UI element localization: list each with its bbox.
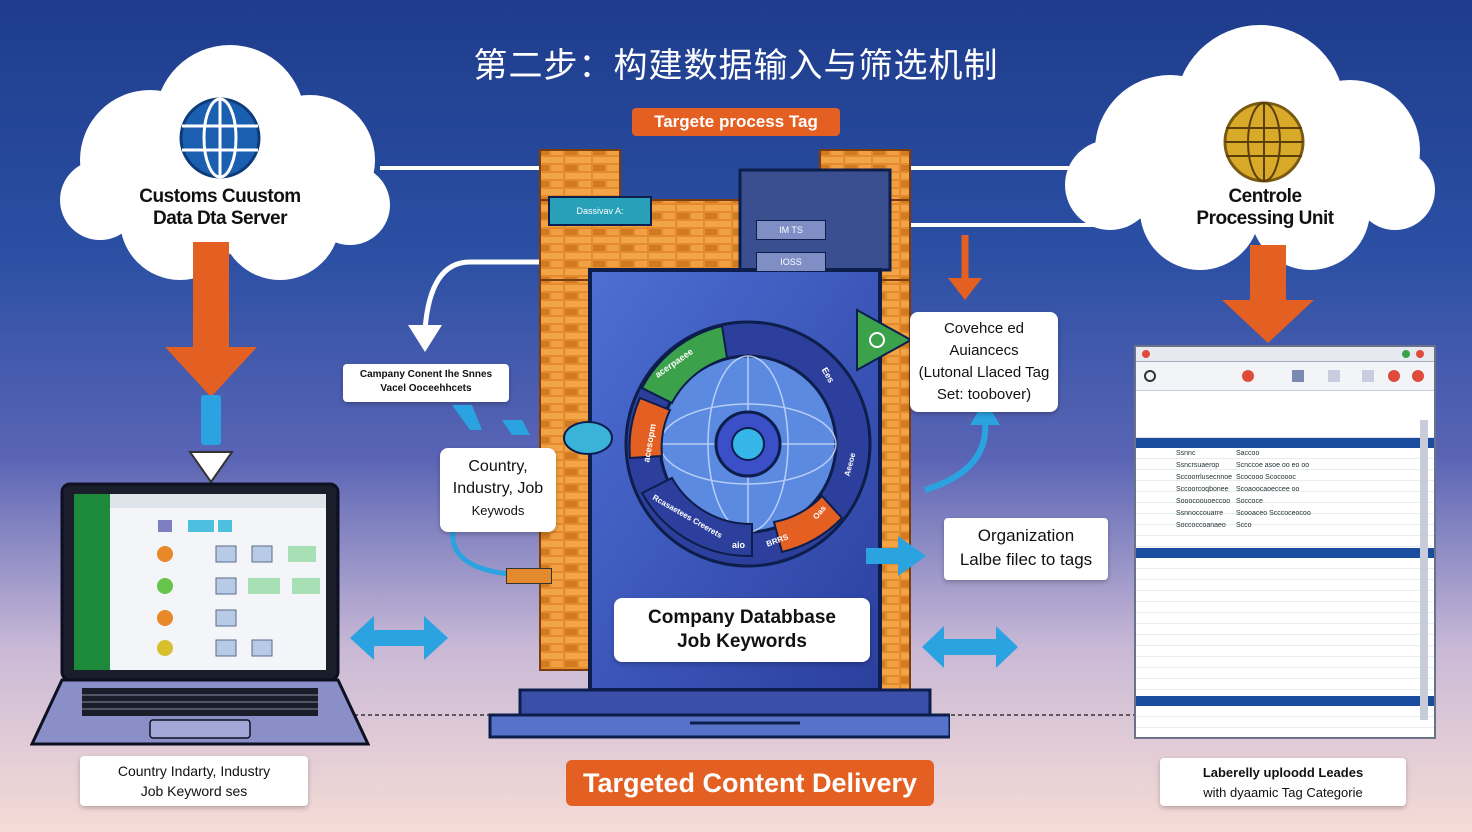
right-caption-line2: with dyaamic Tag Categorie bbox=[1203, 785, 1363, 800]
spreadsheet-rows-3 bbox=[1136, 706, 1434, 736]
sheet-cell: Ssnnoccouarre bbox=[1176, 510, 1224, 517]
company-db-line2: Job Keywords bbox=[677, 631, 807, 652]
sheet-cell: Scnccoe asoe oo eo oo bbox=[1236, 462, 1310, 469]
spreadsheet-titlebar bbox=[1136, 347, 1434, 362]
targeted-content-delivery-tag: Targeted Content Delivery bbox=[566, 760, 934, 806]
double-arrow-right bbox=[922, 626, 1018, 668]
audience-card-line1: Covehce ed bbox=[943, 320, 1025, 337]
laptop-illustration bbox=[30, 482, 370, 746]
laptop-caption: Country Indarty, Industry Job Keyword se… bbox=[80, 756, 308, 806]
curved-arrow-left bbox=[422, 259, 600, 331]
laptop-caption-line2: Job Keyword ses bbox=[140, 783, 248, 799]
spreadsheet-section-band-1 bbox=[1136, 438, 1434, 448]
blue-small-arrows bbox=[452, 405, 530, 435]
window-maximize-icon[interactable] bbox=[1402, 350, 1410, 358]
blue-hand-cursor bbox=[563, 421, 613, 455]
toolbar-person-icon[interactable] bbox=[1292, 370, 1304, 382]
sheet-cell: Sccoorcoqbonee bbox=[1176, 486, 1229, 493]
spreadsheet-header-area bbox=[1136, 391, 1434, 438]
toolbar-alert-icon[interactable] bbox=[1388, 370, 1400, 382]
right-caption: Laberelly uploodd Leades with dyaamic Ta… bbox=[1160, 758, 1406, 806]
right-cloud-line2: Processing Unit bbox=[1196, 208, 1334, 229]
sheet-cell: Scooaceo Scccoceocoo bbox=[1236, 510, 1311, 517]
org-card-line2: Lalbe filec to tags bbox=[959, 550, 1093, 569]
company-db-line1: Company Databbase bbox=[648, 607, 836, 628]
right-cloud-line1: Centrole bbox=[1228, 186, 1302, 207]
close-icon[interactable] bbox=[1142, 350, 1150, 358]
right-cloud-label: Centrole Processing Unit bbox=[1150, 186, 1380, 230]
ring-segment-orange bbox=[628, 396, 672, 460]
sheet-cell: Ssncrsuaerop bbox=[1176, 462, 1220, 469]
audience-card-line2: Auiancecs bbox=[949, 342, 1019, 359]
country-card-line3: Keywods bbox=[471, 503, 525, 518]
toolbar-record-icon[interactable] bbox=[1242, 370, 1254, 382]
ring-segment-orange-2 bbox=[772, 494, 844, 554]
sheet-cell: Sooocoouoeccoo bbox=[1176, 498, 1231, 505]
spreadsheet-rows-1: Ssnnc Saccoo Ssncrsuaerop Scnccoe asoe o… bbox=[1136, 448, 1434, 548]
server-badge-left: Dassivav A: bbox=[548, 196, 652, 226]
sheet-cell: Ssnnc bbox=[1176, 450, 1196, 457]
laptop-caption-line1: Country Indarty, Industry bbox=[117, 763, 271, 779]
sheet-cell: Soccoccoanaeo bbox=[1176, 522, 1226, 529]
left-callout: Campany Conent Ihe Snnes Vacel Ooceehhce… bbox=[343, 364, 509, 402]
rack-label-1: IM TS bbox=[756, 220, 826, 240]
processing-ring bbox=[624, 320, 872, 568]
blue-curve-right bbox=[924, 419, 989, 493]
blue-curve-right-head bbox=[970, 400, 1000, 425]
audience-card: Covehce ed Auiancecs (Lutonal Llaced Tag… bbox=[910, 312, 1058, 412]
toolbar-circle-icon[interactable] bbox=[1144, 370, 1156, 382]
audience-card-line3: (Lutonal Llaced Tag bbox=[918, 364, 1050, 381]
country-card-line1: Country, bbox=[468, 458, 528, 475]
spreadsheet-section-band-2 bbox=[1136, 548, 1434, 558]
sheet-cell: Scoaoocaoeccee oo bbox=[1236, 486, 1300, 493]
spreadsheet-section-band-3 bbox=[1136, 696, 1434, 706]
country-card: Country, Industry, Job Keywods bbox=[440, 448, 556, 532]
org-card-line1: Organization bbox=[977, 526, 1075, 545]
spreadsheet-window: Ssnnc Saccoo Ssncrsuaerop Scnccoe asoe o… bbox=[1134, 345, 1436, 739]
sheet-cell: Sccoorrlusecnnoe bbox=[1176, 474, 1233, 481]
sheet-cell: Soccoce bbox=[1236, 498, 1263, 505]
gold-globe-icon bbox=[1223, 101, 1305, 183]
ring-segment-green bbox=[640, 324, 729, 405]
company-database-card: Company Databbase Job Keywords bbox=[614, 598, 870, 662]
organization-card: Organization Lalbe filec to tags bbox=[944, 518, 1108, 580]
toolbar-doc-icon[interactable] bbox=[1362, 370, 1374, 382]
top-process-tag: Targete process Tag bbox=[632, 108, 840, 136]
curved-arrow-left-head bbox=[408, 325, 442, 352]
toolbar-lock-icon[interactable] bbox=[1328, 370, 1340, 382]
spreadsheet-rows-2 bbox=[1136, 558, 1434, 696]
cable-plug bbox=[506, 568, 552, 584]
orange-arrow-mid-head bbox=[948, 278, 982, 300]
right-caption-line1: Laberelly uploodd Leades bbox=[1202, 765, 1364, 780]
double-arrow-left bbox=[350, 616, 448, 660]
globe-icon bbox=[179, 97, 261, 179]
left-cloud-line1: Customs Cuustom bbox=[139, 186, 301, 207]
orange-down-arrow-left bbox=[165, 242, 257, 397]
left-cloud-line2: Data Dta Server bbox=[152, 208, 288, 229]
blue-right-arrow bbox=[866, 536, 926, 576]
white-down-arrow bbox=[188, 451, 234, 484]
sheet-cell: Saccoo bbox=[1236, 450, 1260, 457]
sheet-cell: Scco bbox=[1236, 522, 1252, 529]
window-close-icon[interactable] bbox=[1416, 350, 1424, 358]
ring-label-3: aio bbox=[732, 540, 746, 550]
left-callout-line2: Vacel Ooceehhcets bbox=[380, 383, 472, 394]
spreadsheet-toolbar bbox=[1136, 362, 1434, 391]
country-card-line2: Industry, Job bbox=[452, 480, 544, 497]
sheet-cell: Scocooo Scocoooc bbox=[1236, 474, 1296, 481]
green-arrow-icon bbox=[856, 308, 913, 372]
audience-card-line4: Set: toobover) bbox=[936, 386, 1032, 403]
orange-down-arrow-right bbox=[1222, 245, 1314, 343]
left-cloud-label: Customs Cuustom Data Dta Server bbox=[100, 186, 340, 230]
spreadsheet-scrollbar[interactable] bbox=[1420, 420, 1428, 720]
page-title: 第二步：构建数据输入与筛选机制 bbox=[473, 46, 999, 86]
toolbar-stop-icon[interactable] bbox=[1412, 370, 1424, 382]
ring-segment-navy bbox=[640, 476, 753, 558]
rack-label-2: IOSS bbox=[756, 252, 826, 272]
left-callout-line1: Campany Conent Ihe Snnes bbox=[359, 369, 493, 380]
blue-connector-left bbox=[201, 395, 221, 445]
